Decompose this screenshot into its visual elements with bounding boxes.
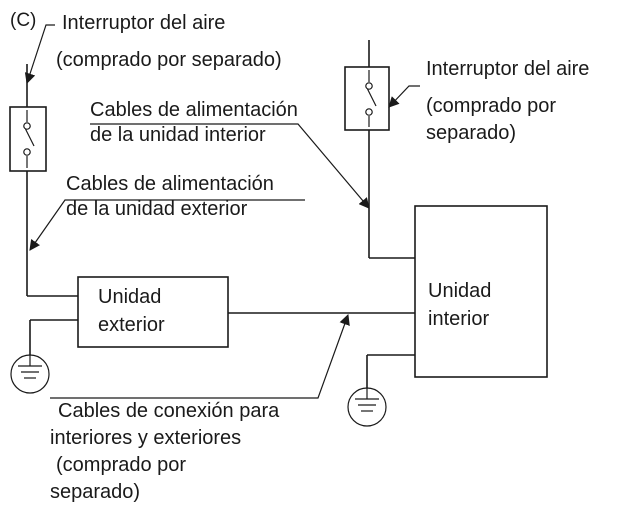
indoor-breaker-box	[344, 66, 390, 131]
outdoor-power-cable-arrow	[29, 199, 305, 251]
indoor-breaker-label-line2: (comprado por	[426, 95, 556, 117]
indoor-breaker	[344, 40, 415, 259]
indoor-breaker-arrow	[388, 85, 420, 108]
outdoor-unit: Unidad exterior	[77, 276, 229, 348]
outdoor-breaker-box	[9, 106, 47, 172]
indoor-breaker-label-line3: separado)	[426, 122, 516, 144]
panel-label: (C)	[10, 10, 36, 31]
outdoor-breaker-arrow	[24, 24, 55, 85]
outdoor-power-cable-label-line2: de la unidad exterior	[66, 198, 248, 220]
indoor-unit: Unidad interior	[414, 205, 548, 378]
indoor-breaker-label-line1: Interruptor del aire	[426, 58, 589, 80]
connection-cable-label-line2: interiores y exteriores	[50, 427, 241, 449]
switch-symbol-icon	[365, 70, 377, 127]
indoor-unit-label-line2: interior	[428, 308, 489, 330]
outdoor-breaker-label-line1: Interruptor del aire	[62, 12, 225, 34]
outdoor-unit-box	[77, 276, 229, 348]
outdoor-unit-label-line1: Unidad	[98, 286, 161, 308]
outdoor-ground-icon	[10, 319, 78, 394]
connection-cable-label-line3: (comprado por	[56, 454, 186, 476]
connection-cable-label-line4: separado)	[50, 481, 140, 503]
indoor-power-cable-label-line2: de la unidad interior	[90, 124, 266, 146]
outdoor-breaker	[9, 64, 78, 297]
switch-symbol-icon	[23, 110, 35, 168]
indoor-power-cable-arrow	[90, 123, 370, 209]
indoor-unit-box	[414, 205, 548, 378]
indoor-unit-label-line1: Unidad	[428, 280, 491, 302]
outdoor-power-cable-label-line1: Cables de alimentación	[66, 173, 274, 195]
connection-cable-label-line1: Cables de conexión para	[58, 400, 280, 422]
connection-cable-arrow	[50, 313, 350, 399]
indoor-ground-icon	[347, 354, 415, 427]
outdoor-unit-label-line2: exterior	[98, 314, 165, 336]
outdoor-breaker-label-line2: (comprado por separado)	[56, 49, 282, 71]
indoor-power-cable-label-line1: Cables de alimentación	[90, 99, 298, 121]
